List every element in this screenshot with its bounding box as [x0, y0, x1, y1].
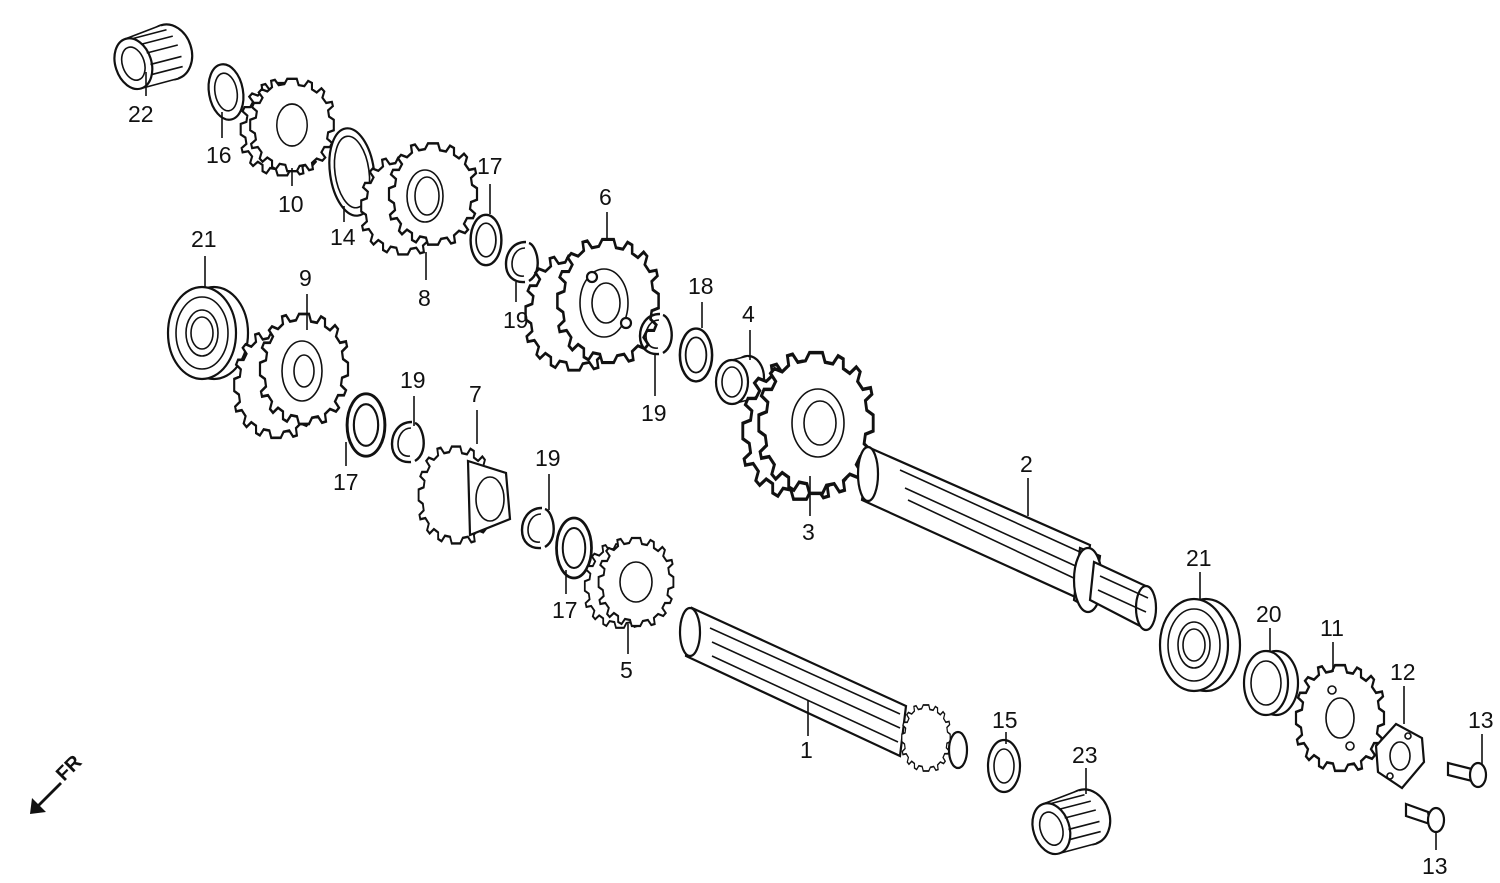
countershaft-2	[856, 445, 1158, 632]
callout-18: 18	[688, 273, 714, 299]
callout-19-top: 19	[503, 307, 529, 333]
front-direction-arrow-icon	[30, 782, 62, 814]
gear-3	[741, 350, 875, 501]
front-direction-label: FR	[52, 751, 87, 786]
callout-21-right: 21	[1186, 545, 1212, 571]
callout-10: 10	[278, 191, 304, 217]
drive-sprocket-11	[1294, 663, 1386, 773]
bushing-4	[714, 354, 766, 406]
callout-17-left: 17	[333, 469, 359, 495]
gear-6	[524, 237, 661, 372]
callout-9: 9	[299, 265, 312, 291]
callout-19-lower: 19	[535, 445, 561, 471]
gear-10	[239, 77, 335, 177]
thrust-washer-14	[328, 127, 376, 217]
needle-bearing-22	[106, 17, 201, 97]
ball-bearing-21-right	[1158, 597, 1242, 693]
callout-5: 5	[620, 657, 633, 683]
splined-washer-17-top	[469, 213, 503, 267]
sprocket-fixing-plate-12	[1374, 722, 1426, 790]
splined-washer-17-left	[345, 392, 387, 458]
callout-12: 12	[1390, 659, 1416, 685]
callout-23: 23	[1072, 742, 1098, 768]
callout-17-top: 17	[477, 153, 503, 179]
callout-8: 8	[418, 285, 431, 311]
mainshaft-1	[678, 606, 969, 772]
oil-seal-20	[1242, 649, 1300, 717]
callout-13-lower: 13	[1422, 853, 1448, 879]
circlip-19-lower	[520, 506, 555, 550]
splined-washer-18	[678, 327, 714, 383]
needle-bearing-23	[1024, 782, 1119, 862]
callout-4: 4	[742, 301, 755, 327]
callout-19-left: 19	[400, 367, 426, 393]
callout-6: 6	[599, 184, 612, 210]
bolt-13-upper	[1446, 761, 1488, 789]
callout-7: 7	[469, 381, 482, 407]
callout-14: 14	[330, 224, 356, 250]
callout-16: 16	[206, 142, 232, 168]
bolt-13-lower	[1404, 802, 1446, 834]
callout-19-mid: 19	[641, 400, 667, 426]
callout-21-left: 21	[191, 226, 217, 252]
callout-1: 1	[800, 737, 813, 763]
gear-5	[583, 536, 675, 629]
callout-15: 15	[992, 707, 1018, 733]
callout-11: 11	[1320, 615, 1344, 641]
callout-13-upper: 13	[1468, 707, 1494, 733]
callout-3: 3	[802, 519, 815, 545]
circlip-19-top	[504, 240, 539, 284]
gear-8	[359, 142, 479, 256]
callout-17-lower: 17	[552, 597, 578, 623]
thrust-washer-16	[207, 63, 245, 121]
gear-7	[417, 445, 512, 545]
gear-9	[232, 312, 350, 440]
callout-2: 2	[1020, 451, 1033, 477]
callout-22: 22	[128, 101, 154, 127]
thrust-washer-15	[986, 738, 1022, 794]
circlip-19-left	[390, 420, 425, 464]
callout-20: 20	[1256, 601, 1282, 627]
